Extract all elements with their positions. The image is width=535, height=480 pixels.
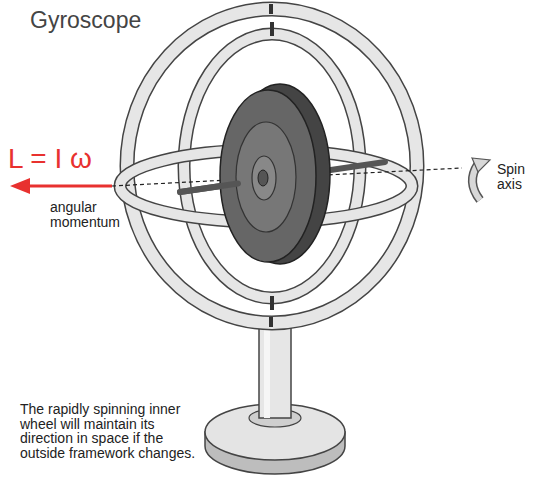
hub-center xyxy=(258,170,268,186)
ring-fill xyxy=(127,9,417,323)
momentum-arrow-shaft xyxy=(28,185,112,188)
pivot xyxy=(269,317,273,327)
stand xyxy=(205,322,345,474)
title: Gyroscope xyxy=(30,8,230,33)
ring-fill xyxy=(184,34,360,298)
wheel-inner xyxy=(236,122,296,232)
spin-arrowhead xyxy=(472,158,490,172)
spin-arrow-icon xyxy=(472,158,490,200)
spin-axis-label: Spin axis xyxy=(497,162,533,193)
note-text: The rapidly spinning inner wheel will ma… xyxy=(20,402,208,461)
wheel xyxy=(220,84,330,264)
column-shine xyxy=(264,322,270,418)
pivot xyxy=(269,4,273,14)
axle-front xyxy=(180,184,238,193)
column xyxy=(259,322,291,418)
ring-outline xyxy=(127,9,417,323)
hub xyxy=(252,156,276,200)
pivot xyxy=(270,22,274,36)
pivot xyxy=(270,296,274,310)
momentum-label: angular momentum xyxy=(50,200,130,231)
wheel-face xyxy=(220,90,316,262)
momentum-arrowhead xyxy=(10,178,30,194)
ring-outline xyxy=(184,34,360,298)
inner-ring xyxy=(184,22,360,310)
outer-ring xyxy=(127,4,417,327)
formula-label: L = I ω xyxy=(8,145,118,173)
